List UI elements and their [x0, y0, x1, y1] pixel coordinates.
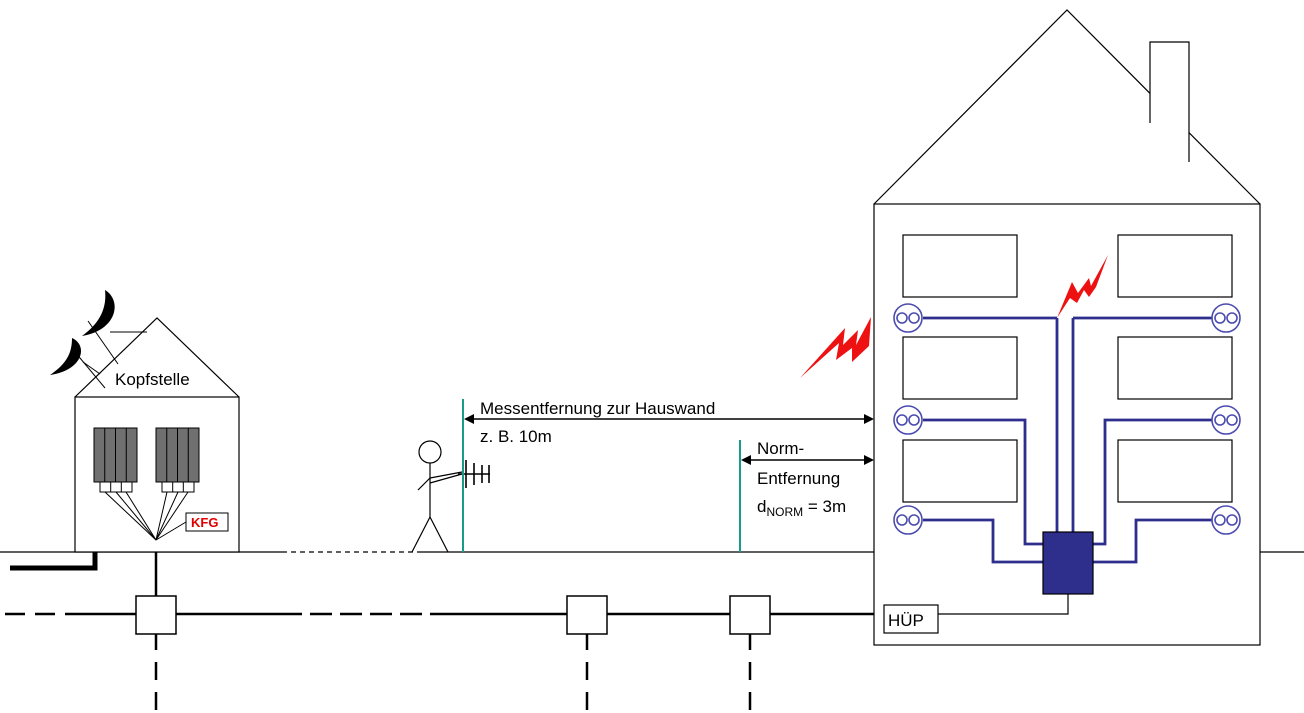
messentfernung-label: Messentfernung zur Hauswand [480, 399, 715, 418]
antenna-outlet-icon [1211, 405, 1241, 435]
antenna-outlet-icon [893, 505, 923, 535]
house-windows [902, 234, 1233, 503]
person-icon [411, 440, 463, 553]
beispiel-label: z. B. 10m [480, 427, 552, 446]
yagi-antenna-icon [458, 460, 490, 488]
norm-label-line2: Entfernung [757, 469, 840, 488]
distributor-box-icon [1042, 531, 1094, 595]
antenna-outlet-icon [893, 303, 923, 333]
huep-label: HÜP [888, 611, 924, 630]
satellite-dish-icon [50, 338, 82, 375]
lightning-icon [800, 317, 871, 378]
combiner-lines [104, 491, 189, 541]
satellite-dish-icon [82, 290, 115, 336]
huep-connection [938, 594, 1069, 615]
in-house-cabling [923, 316, 1212, 564]
huep-box [883, 604, 939, 634]
junction-box-3 [729, 595, 771, 635]
junction-box-2 [566, 595, 608, 635]
amplifier-icon [93, 427, 138, 493]
dnorm-label: dNORM = 3m [757, 497, 846, 519]
kopfstelle-label: Kopfstelle [115, 370, 190, 389]
distance-arrow-10m [464, 414, 874, 424]
dnorm-value: = 3m [803, 497, 846, 516]
norm-label-line1: Norm- [757, 439, 804, 458]
amplifier-icon [155, 427, 200, 493]
dnorm-subscript: NORM [766, 505, 803, 519]
antenna-outlet-icon [893, 405, 923, 435]
antenna-outlet-icon [1211, 303, 1241, 333]
antenna-outlet-icon [1211, 505, 1241, 535]
underground-cable [5, 540, 884, 713]
dnorm-symbol: d [757, 497, 766, 516]
distance-arrow-3m [741, 455, 874, 465]
junction-box-1 [135, 595, 177, 635]
kfg-box [185, 512, 229, 532]
kfg-label: KFG [191, 515, 218, 530]
